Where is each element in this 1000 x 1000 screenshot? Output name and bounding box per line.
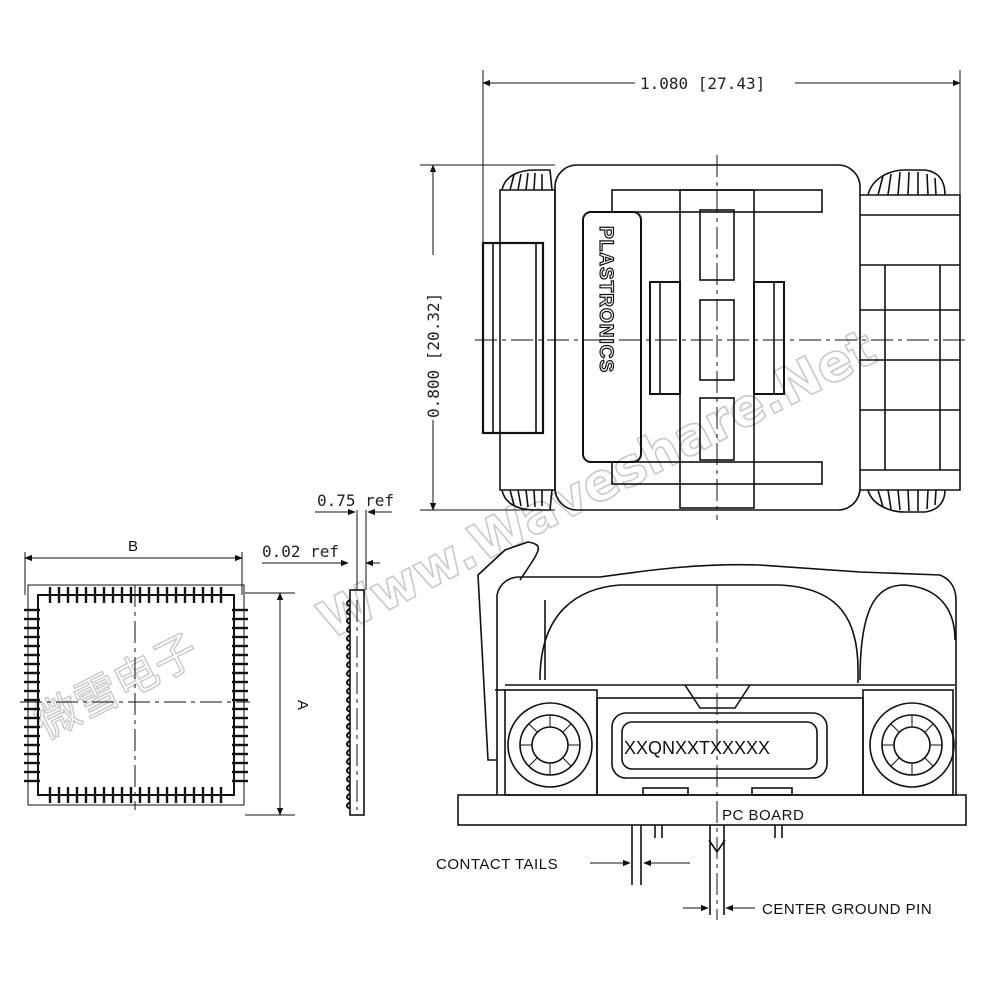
- chip-side-pin: [346, 651, 351, 660]
- chip-side-view: [349, 510, 367, 816]
- chip-side-pin: [346, 687, 351, 695]
- dimension-a-label: A: [294, 700, 311, 711]
- chip-side-pin: [346, 616, 351, 625]
- lead-thickness-label: 0.75 ref: [317, 491, 394, 510]
- chip-side-pin: [346, 748, 351, 757]
- chip-side-pin: [346, 634, 351, 643]
- chip-side-pin: [346, 704, 351, 713]
- chip-top-view: [27, 584, 245, 806]
- chip-side-pin: [346, 757, 351, 766]
- bolt-spokes: [520, 715, 942, 775]
- chip-side-pin: [346, 792, 351, 801]
- dimension-b: [24, 552, 243, 595]
- center-ground-pin-label: CENTER GROUND PIN: [762, 901, 932, 918]
- chip-pins: [24, 587, 248, 803]
- plastronics-logo: PLASTRONICS: [595, 226, 616, 373]
- chip-side-pin: [346, 739, 351, 748]
- chip-side-pin: [346, 643, 351, 651]
- centerlines-chip: [20, 585, 250, 810]
- chip-side-pin: [346, 678, 351, 687]
- chip-side-pin: [346, 801, 351, 810]
- chip-side-pin: [346, 766, 351, 775]
- chip-side-pin: [346, 695, 351, 704]
- chip-side-pin: [346, 669, 351, 678]
- spring-bottom-right: [867, 489, 946, 513]
- spring-top-right: [867, 169, 946, 196]
- chip-side-pins: [346, 599, 351, 810]
- height-dimension-label: 0.800 [20.32]: [424, 293, 443, 418]
- chip-side-pin: [346, 731, 351, 739]
- chip-side-pin: [346, 722, 351, 731]
- part-marking: XXQNXXTXXXXX: [624, 738, 770, 758]
- chip-side-pin: [346, 599, 351, 607]
- centerlines-top: [475, 155, 965, 520]
- pc-board: [457, 794, 967, 826]
- watermark-chinese: 微雪电子: [27, 624, 207, 749]
- dimension-b-label: B: [128, 538, 139, 555]
- socket-top-view: [481, 164, 961, 513]
- chip-side-pin: [346, 713, 351, 722]
- pc-board-label: PC BOARD: [722, 807, 804, 824]
- spring-top-left: [501, 169, 553, 191]
- chip-side-pin: [346, 607, 351, 616]
- dimension-a: [245, 592, 295, 816]
- chip-side-pin: [346, 783, 351, 792]
- dimension-height: [420, 164, 555, 511]
- width-dimension-label: 1.080 [27.43]: [640, 74, 765, 93]
- chip-side-pin: [346, 660, 351, 669]
- chip-side-pin: [346, 625, 351, 634]
- contact-tails-label: CONTACT TAILS: [436, 856, 558, 873]
- dimension-width: [482, 70, 961, 245]
- chip-side-pin: [346, 775, 351, 783]
- standoff-label: 0.02 ref: [262, 542, 339, 561]
